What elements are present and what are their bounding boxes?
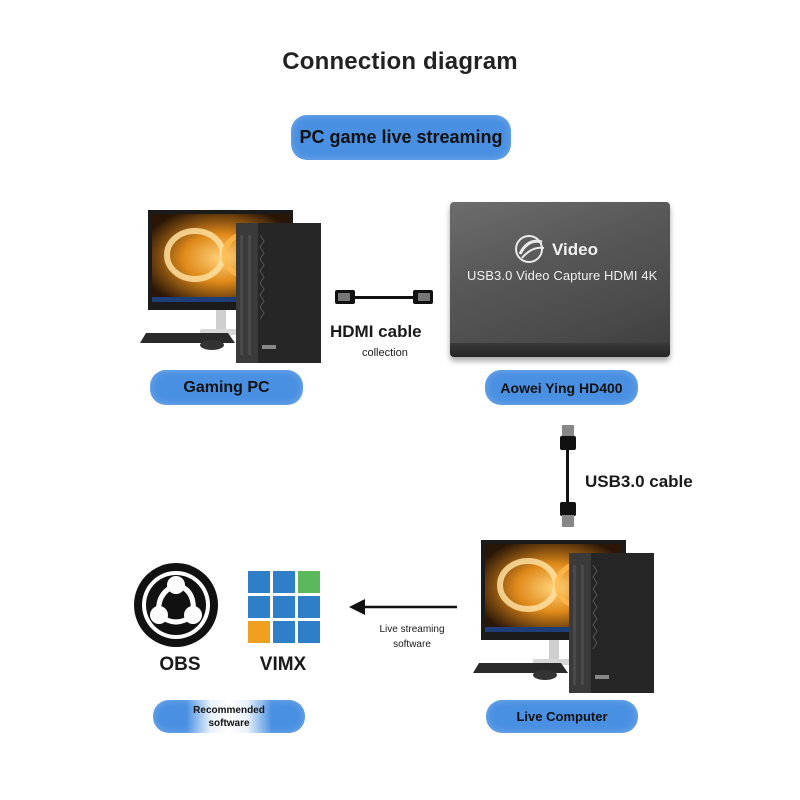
card-model-text: USB3.0 Video Capture HDMI 4K — [467, 268, 658, 283]
obs-icon — [134, 563, 218, 647]
hdmi-cable-label: HDMI cable — [330, 322, 422, 341]
live-computer-image — [473, 540, 654, 693]
diagram-title: Connection diagram — [282, 48, 518, 75]
obs-label: OBS — [159, 654, 201, 675]
gaming-pc-image — [140, 210, 321, 363]
scenario-badge: PC game live streaming — [291, 115, 511, 160]
usb-cable-label: USB3.0 cable — [585, 472, 693, 491]
gaming-pc-label: Gaming PC — [150, 370, 303, 405]
vimx-icon — [248, 571, 320, 643]
card-brand-text: Video — [552, 240, 598, 259]
live-computer-label: Live Computer — [486, 700, 638, 733]
hdmi-cable-image — [335, 290, 433, 304]
usb-cable-image — [560, 425, 576, 527]
capture-card-label: Aowei Ying HD400 — [485, 370, 638, 405]
arrow-left-icon — [349, 599, 457, 615]
hdmi-cable-sublabel: collection — [362, 347, 408, 359]
card-logo-icon — [515, 235, 545, 263]
vimx-label: VIMX — [259, 654, 307, 675]
capture-card-image: Video USB3.0 Video Capture HDMI 4K — [450, 202, 670, 357]
